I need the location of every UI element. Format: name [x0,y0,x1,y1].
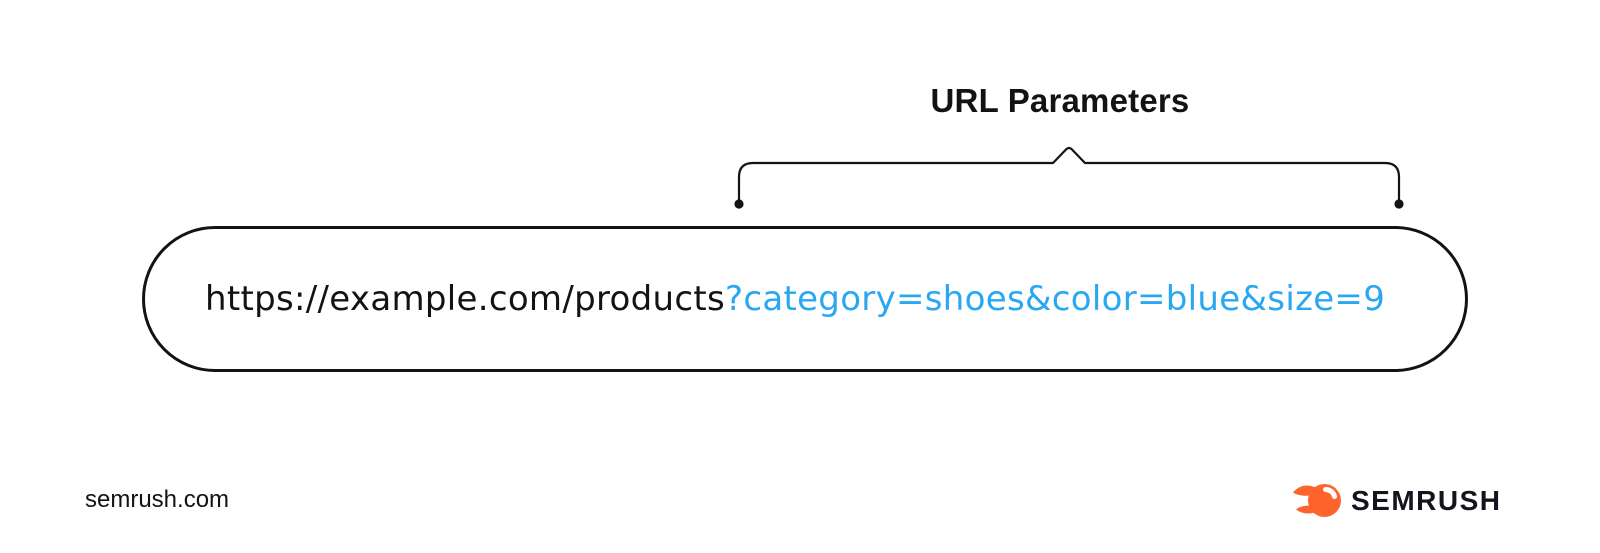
brace-left-endpoint-dot [734,199,744,209]
semrush-comet-icon [1293,484,1341,517]
url-text: https://example.com/products?category=sh… [205,279,1385,319]
comet-highlight [1323,487,1337,499]
footer-website-text: semrush.com [85,486,230,513]
url-params-text: ?category=shoes&color=blue&size=9 [724,279,1386,319]
semrush-wordmark: SEMRUSH [1351,485,1502,516]
semrush-logo: SEMRUSH [1292,480,1502,522]
brace-path [737,146,1401,206]
url-pill: https://example.com/products?category=sh… [142,226,1468,372]
diagram-title: URL Parameters [930,82,1190,119]
url-base-text: https://example.com/products [205,279,725,319]
brace-annotation [734,146,1404,209]
brace-right-endpoint-dot [1394,199,1404,209]
